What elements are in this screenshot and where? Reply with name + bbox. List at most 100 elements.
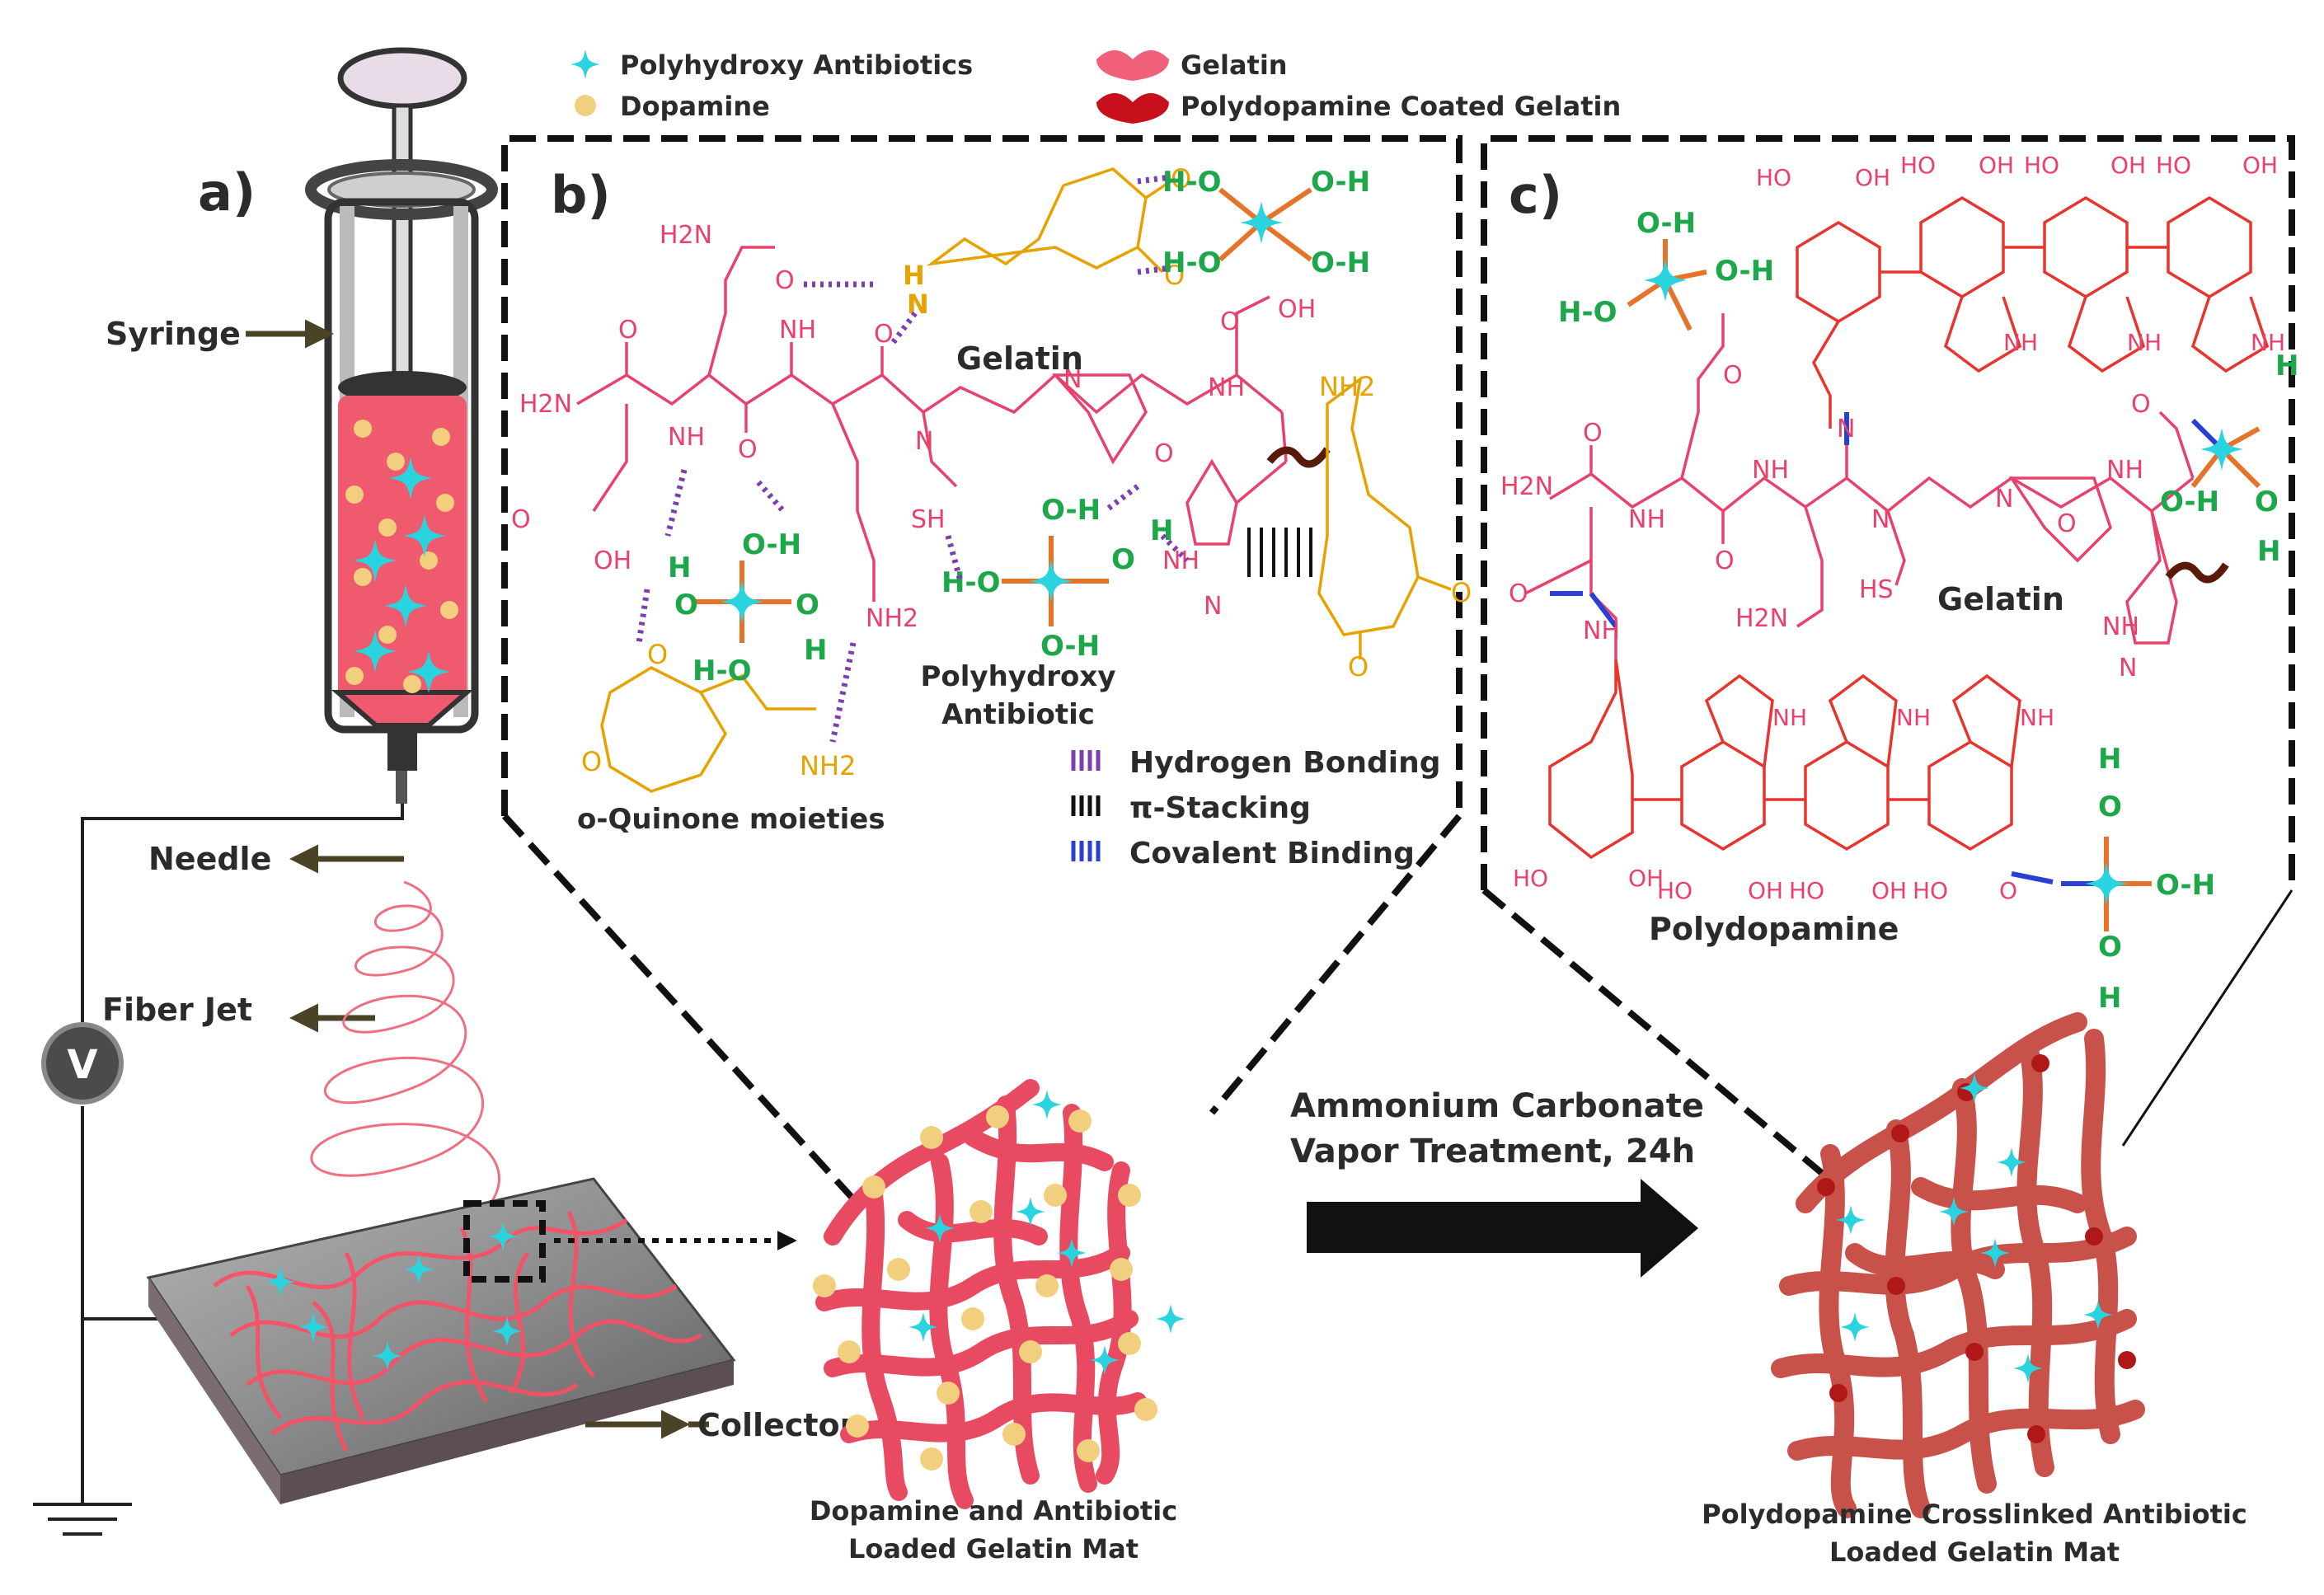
panel-b-antibiotic-left: O-H H O O H H-O — [668, 528, 827, 687]
svg-text:O: O — [1154, 439, 1174, 468]
svg-text:N: N — [907, 289, 929, 320]
syringe-contents — [345, 420, 458, 693]
panel-c: c) — [1481, 135, 2298, 1190]
right-mat-caption-1: Polydopamine Crosslinked Antibiotic — [1702, 1499, 2247, 1530]
svg-text:NH: NH — [1162, 547, 1200, 575]
svg-text:NH2: NH2 — [800, 750, 856, 781]
legend-dopamine-label: Dopamine — [620, 91, 770, 122]
svg-text:O-H: O-H — [742, 528, 801, 561]
svg-text:OH: OH — [1855, 164, 1890, 191]
svg-text:NH2: NH2 — [866, 604, 918, 633]
svg-text:N: N — [915, 427, 933, 456]
svg-text:NH2: NH2 — [1319, 371, 1375, 402]
svg-text:O: O — [2131, 390, 2151, 419]
legend-gelatin-icon — [1096, 50, 1169, 81]
svg-text:HO: HO — [1900, 152, 1936, 179]
syringe-label: Syringe — [106, 316, 241, 352]
svg-text:H2N: H2N — [1735, 604, 1788, 633]
svg-text:H: H — [2257, 535, 2280, 568]
svg-text:O: O — [581, 746, 602, 777]
svg-text:NH: NH — [2106, 456, 2143, 485]
svg-text:O: O — [1348, 651, 1369, 683]
panel-b-quinone-top-amine: H — [903, 260, 925, 291]
panel-c-antibiotic-bottom: H O O-H O H — [2061, 743, 2215, 1015]
svg-text:NH: NH — [2020, 704, 2054, 731]
panel-b-pi-stacking — [1247, 528, 1312, 577]
svg-text:O-H: O-H — [1311, 166, 1370, 199]
panel-c-gelatin-structure — [1524, 313, 2195, 659]
svg-text:HO: HO — [2156, 152, 2191, 179]
arrow-right-icon — [1307, 1179, 1698, 1278]
svg-text:HO: HO — [1513, 865, 1548, 892]
svg-text:NH: NH — [2003, 329, 2038, 356]
panel-a-letter: a) — [198, 162, 256, 223]
svg-text:NH: NH — [779, 316, 816, 345]
svg-text:O-H: O-H — [1040, 630, 1100, 663]
svg-text:HO: HO — [1657, 877, 1693, 904]
voltmeter-icon: V — [41, 1022, 124, 1105]
svg-text:O: O — [2057, 509, 2077, 538]
svg-text:H: H — [2098, 982, 2121, 1015]
right-mat-caption-2: Loaded Gelatin Mat — [1829, 1536, 2120, 1568]
panel-b-zoom-line-right — [1209, 814, 1462, 1115]
svg-text:OH: OH — [2242, 152, 2278, 179]
svg-text:O-H: O-H — [1041, 494, 1101, 527]
svg-text:NH: NH — [1772, 704, 1807, 731]
svg-text:NH: NH — [2251, 329, 2285, 356]
left-mat-caption-1: Dopamine and Antibiotic — [810, 1495, 1177, 1527]
right-mat — [1771, 1012, 2145, 1518]
panel-b-quinone-bottom — [600, 666, 816, 793]
panel-b-chain-break — [1266, 446, 1331, 468]
svg-text:NH: NH — [1583, 617, 1620, 645]
svg-text:N: N — [1063, 365, 1082, 394]
panel-b-quinone-right — [1317, 375, 1452, 659]
bond-legend: Hydrogen Bonding π-Stacking Covalent Bin… — [1071, 746, 1441, 870]
svg-text:NH: NH — [1752, 456, 1789, 485]
panel-b-antibiotic-label-1: Polyhydroxy — [920, 660, 1115, 693]
svg-text:NH: NH — [2102, 612, 2139, 641]
svg-text:H: H — [804, 634, 827, 667]
panel-b-letter: b) — [551, 165, 611, 225]
svg-text:H-O: H-O — [1162, 166, 1221, 199]
svg-text:O: O — [1509, 579, 1528, 608]
svg-text:N: N — [1871, 505, 1890, 534]
panel-b-quinone-label: o-Quinone moieties — [577, 803, 885, 836]
collector-label: Collector — [697, 1407, 856, 1443]
panel-b-quinone-top — [926, 167, 1171, 274]
left-mat-caption-2: Loaded Gelatin Mat — [848, 1533, 1139, 1565]
svg-text:O: O — [647, 639, 668, 670]
panel-c-covalent-bond-3 — [1589, 592, 1618, 628]
panel-b-zoom-line-left — [502, 814, 860, 1206]
bond-legend-pi: π-Stacking — [1129, 791, 1311, 825]
panel-b-antibiotic-top: H-O O-H H-O O-H — [1162, 166, 1370, 279]
legend-gelatin-label: Gelatin — [1181, 49, 1288, 81]
svg-text:O: O — [1583, 419, 1603, 448]
panel-c-polydopamine-top — [1796, 195, 2270, 429]
panel-c-atoms: HO OH HO OH HO OH HO OH NH NH NH H2N O N… — [1500, 152, 2285, 683]
svg-text:O: O — [2098, 790, 2122, 823]
collector-plate — [146, 1177, 736, 1504]
left-mat — [813, 1079, 1185, 1509]
panel-c-zoom-line-left — [1481, 887, 1841, 1190]
needle-label: Needle — [148, 841, 271, 877]
svg-text:O: O — [1451, 577, 1472, 608]
legend-pda-gelatin-icon — [1096, 93, 1169, 124]
svg-text:H-O: H-O — [1162, 246, 1221, 279]
panel-c-polydopamine-bottom — [1548, 659, 2021, 860]
svg-text:O: O — [738, 435, 758, 464]
svg-text:O: O — [1715, 547, 1735, 575]
svg-text:H2N: H2N — [660, 221, 712, 250]
legend: Polyhydroxy Antibiotics Dopamine Gelatin… — [570, 49, 1621, 124]
svg-text:H2N: H2N — [519, 390, 572, 419]
svg-text:OH: OH — [1748, 877, 1783, 904]
collector-fibers — [213, 1210, 702, 1452]
ground-icon — [33, 1503, 132, 1536]
svg-text:SH: SH — [911, 505, 946, 534]
svg-text:H-O: H-O — [1558, 296, 1617, 329]
svg-text:HS: HS — [1859, 575, 1894, 604]
svg-text:H: H — [668, 551, 691, 584]
legend-antibiotic-star-icon — [570, 49, 600, 79]
legend-dopamine-dot-icon — [575, 95, 596, 116]
svg-text:O: O — [1723, 361, 1743, 390]
panel-b-hydrogen-bonds — [636, 174, 1190, 743]
